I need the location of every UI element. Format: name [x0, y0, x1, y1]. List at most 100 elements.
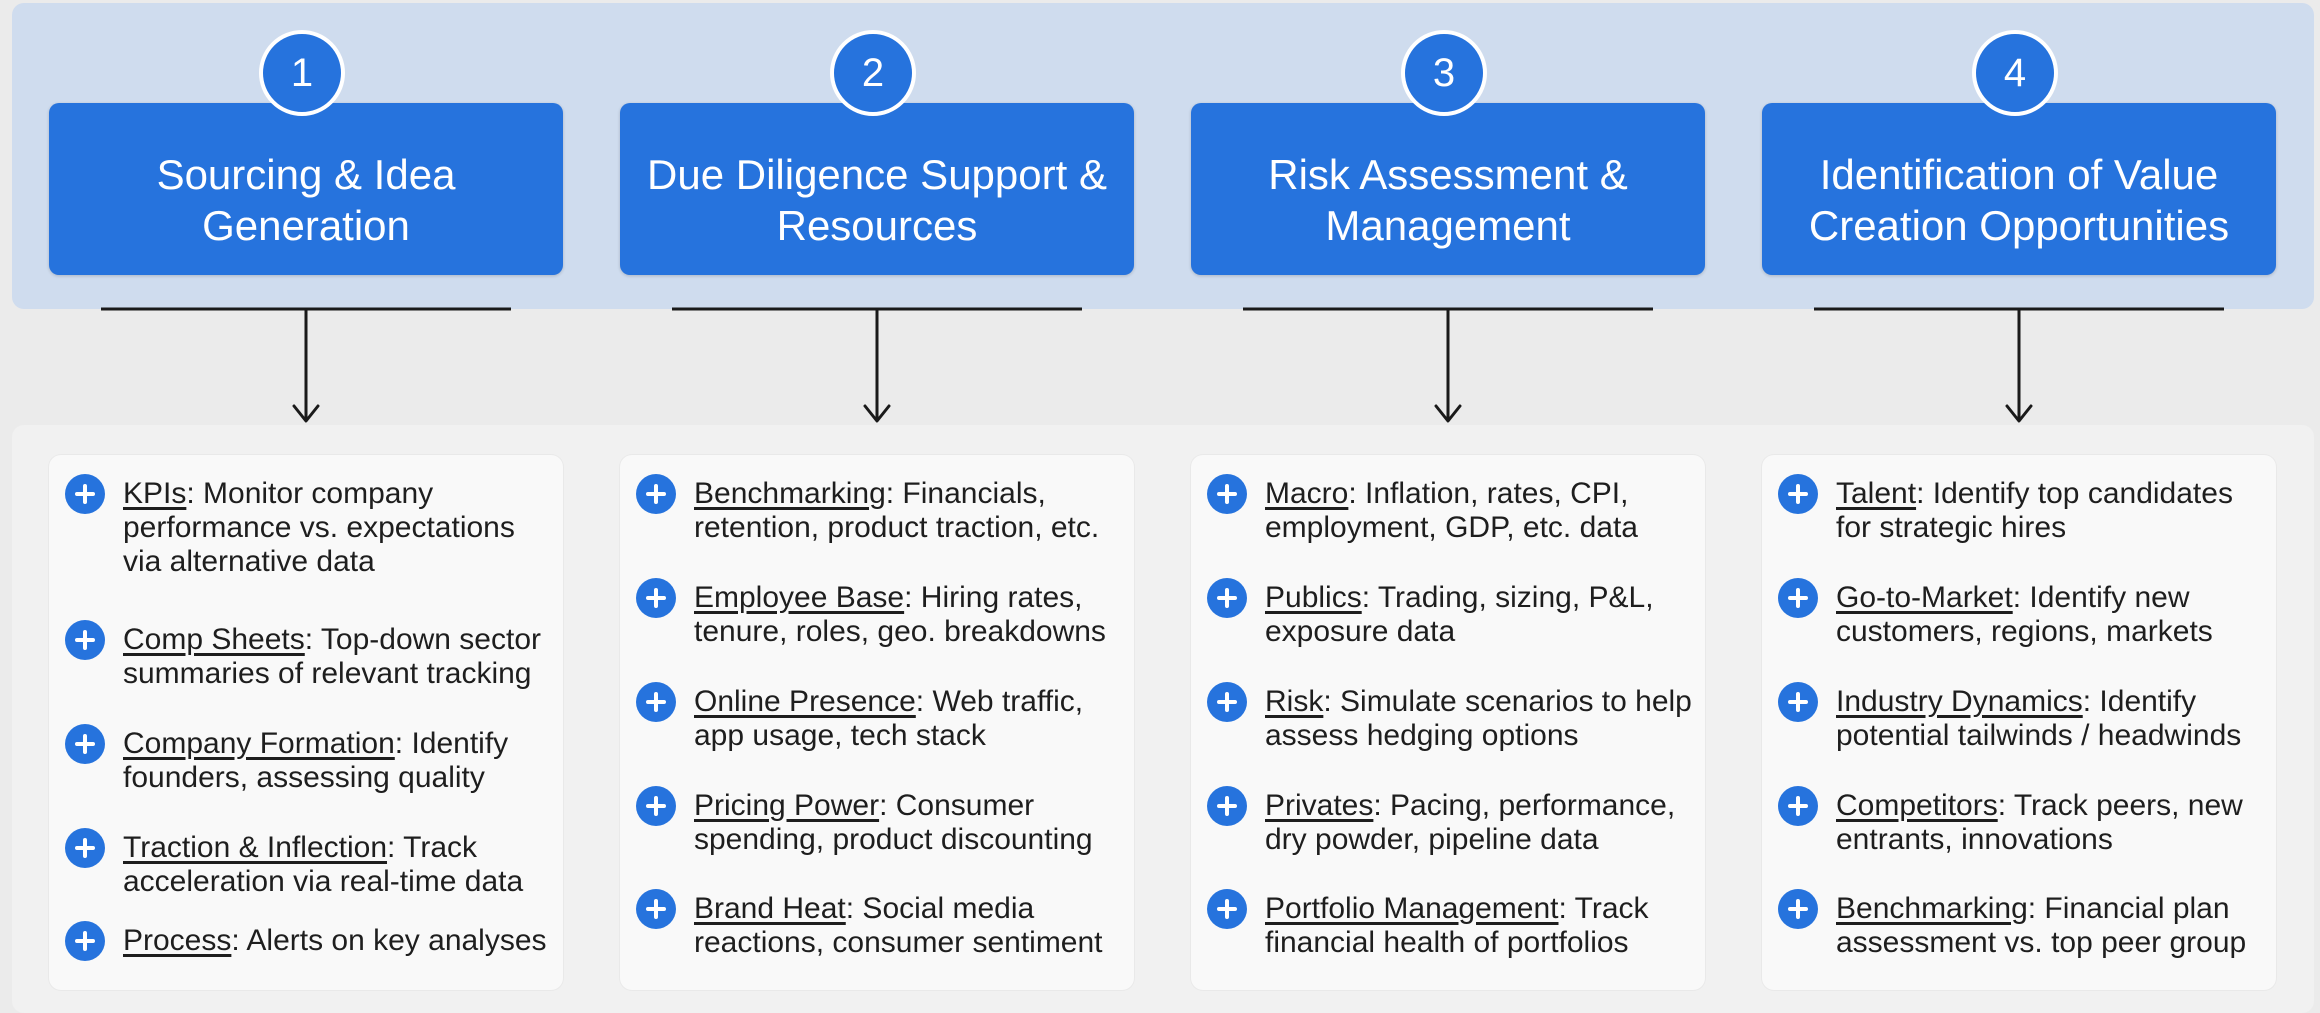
item-term: Process [123, 924, 232, 957]
item-text: Talent: Identify top candidates for stra… [1836, 477, 2268, 545]
list-item: Talent: Identify top candidates for stra… [1778, 474, 2268, 545]
list-item: Benchmarking: Financials, retention, pro… [636, 474, 1126, 545]
plus-icon [1207, 578, 1247, 618]
list-item: Macro: Inflation, rates, CPI, employment… [1207, 474, 1697, 545]
item-description: : Track acceleration via real-time data [123, 831, 524, 898]
plus-icon [1778, 786, 1818, 826]
item-text: Comp Sheets: Top-down sector summaries o… [123, 623, 555, 691]
arrow-head [1434, 404, 1462, 423]
item-term: Privates [1265, 789, 1374, 822]
arrow-head [863, 404, 891, 423]
plus-icon [65, 828, 105, 868]
plus-icon [1207, 474, 1247, 514]
list-item: Comp Sheets: Top-down sector summaries o… [65, 620, 555, 691]
stage-title: Risk Assessment & Management [1268, 151, 1628, 249]
stage-number-badge: 2 [830, 30, 916, 116]
item-text: Portfolio Management: Track financial he… [1265, 892, 1697, 960]
item-text: Traction & Inflection: Track acceleratio… [123, 831, 555, 899]
item-text: Publics: Trading, sizing, P&L, exposure … [1265, 581, 1697, 649]
item-description: : Trading, sizing, P&L, exposure data [1265, 581, 1654, 648]
item-term: Go-to-Market [1836, 581, 2013, 614]
stage-header: Due Diligence Support & Resources [620, 103, 1134, 275]
list-item: Risk: Simulate scenarios to help assess … [1207, 682, 1697, 753]
item-term: Company Formation [123, 727, 395, 760]
plus-icon [65, 921, 105, 961]
item-text: Online Presence: Web traffic, app usage,… [694, 685, 1126, 753]
list-item: Benchmarking: Financial plan assessment … [1778, 889, 2268, 960]
item-text: Pricing Power: Consumer spending, produc… [694, 789, 1126, 857]
plus-icon [1207, 786, 1247, 826]
item-term: Publics [1265, 581, 1362, 614]
stage-title: Due Diligence Support & Resources [647, 151, 1107, 249]
item-term: Benchmarking [1836, 892, 2028, 925]
plus-icon [636, 474, 676, 514]
item-term: Macro [1265, 477, 1349, 510]
plus-icon [1778, 474, 1818, 514]
plus-icon [636, 889, 676, 929]
list-item: Employee Base: Hiring rates, tenure, rol… [636, 578, 1126, 649]
item-description: : Hiring rates, tenure, roles, geo. brea… [694, 581, 1106, 648]
plus-icon [636, 786, 676, 826]
item-description: : Identify potential tailwinds / headwin… [1836, 685, 2242, 752]
arrow-head [292, 404, 320, 423]
item-text: Process: Alerts on key analyses [123, 924, 547, 961]
item-term: Talent [1836, 477, 1917, 510]
item-text: KPIs: Monitor company performance vs. ex… [123, 477, 555, 579]
list-item: Pricing Power: Consumer spending, produc… [636, 786, 1126, 857]
item-description: : Consumer spending, product discounting [694, 789, 1093, 856]
item-term: Brand Heat [694, 892, 846, 925]
item-description: : Inflation, rates, CPI, employment, GDP… [1265, 477, 1638, 544]
stage-number-badge: 1 [259, 30, 345, 116]
item-text: Benchmarking: Financials, retention, pro… [694, 477, 1126, 545]
list-item: KPIs: Monitor company performance vs. ex… [65, 474, 555, 579]
stage-title: Sourcing & Idea Generation [156, 151, 456, 249]
connector-arrow [1243, 307, 1653, 423]
plus-icon [65, 474, 105, 514]
stage-header: Risk Assessment & Management [1191, 103, 1705, 275]
stage-header: Sourcing & Idea Generation [49, 103, 563, 275]
item-description: : Monitor company performance vs. expect… [123, 477, 515, 578]
item-text: Industry Dynamics: Identify potential ta… [1836, 685, 2268, 753]
list-item: Publics: Trading, sizing, P&L, exposure … [1207, 578, 1697, 649]
item-term: Traction & Inflection [123, 831, 388, 864]
item-text: Benchmarking: Financial plan assessment … [1836, 892, 2268, 960]
stage-number-badge: 4 [1972, 30, 2058, 116]
connector-arrow [672, 307, 1082, 423]
item-description: : Alerts on key analyses [231, 924, 547, 957]
list-item: Portfolio Management: Track financial he… [1207, 889, 1697, 960]
list-item: Process: Alerts on key analyses [65, 921, 555, 961]
item-description: : Identify new customers, regions, marke… [1836, 581, 2213, 648]
item-term: Competitors [1836, 789, 1998, 822]
list-item: Brand Heat: Social media reactions, cons… [636, 889, 1126, 960]
item-term: Pricing Power [694, 789, 880, 822]
detail-card: Benchmarking: Financials, retention, pro… [620, 455, 1134, 990]
plus-icon [636, 682, 676, 722]
item-text: Employee Base: Hiring rates, tenure, rol… [694, 581, 1126, 649]
arrow-head [2005, 404, 2033, 423]
list-item: Privates: Pacing, performance, dry powde… [1207, 786, 1697, 857]
item-description: : Pacing, performance, dry powder, pipel… [1265, 789, 1676, 856]
item-description: : Financial plan assessment vs. top peer… [1836, 892, 2247, 959]
detail-card: KPIs: Monitor company performance vs. ex… [49, 455, 563, 990]
plus-icon [1778, 682, 1818, 722]
stage-number-badge: 3 [1401, 30, 1487, 116]
plus-icon [1778, 889, 1818, 929]
plus-icon [1207, 682, 1247, 722]
list-item: Go-to-Market: Identify new customers, re… [1778, 578, 2268, 649]
item-term: Risk [1265, 685, 1324, 718]
item-term: Online Presence [694, 685, 916, 718]
item-term: Industry Dynamics [1836, 685, 2083, 718]
item-text: Go-to-Market: Identify new customers, re… [1836, 581, 2268, 649]
item-term: Benchmarking [694, 477, 886, 510]
item-text: Brand Heat: Social media reactions, cons… [694, 892, 1126, 960]
item-description: : Track peers, new entrants, innovations [1836, 789, 2243, 856]
column-4: Identification of Value Creation Opportu… [1762, 0, 2276, 1013]
plus-icon [1778, 578, 1818, 618]
item-description: : Track financial health of portfolios [1265, 892, 1649, 959]
item-term: Portfolio Management [1265, 892, 1559, 925]
item-description: : Top-down sector summaries of relevant … [123, 623, 542, 690]
item-description: : Web traffic, app usage, tech stack [694, 685, 1084, 752]
